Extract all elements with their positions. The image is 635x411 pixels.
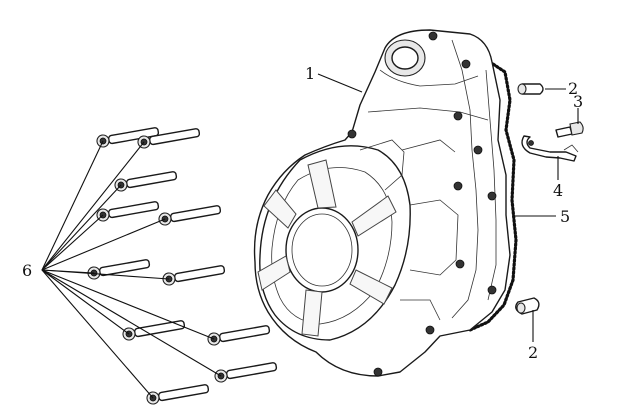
callout-labels: 1 2 3 4 5 2 6 (22, 64, 583, 362)
bolt-6d (96, 201, 160, 222)
leader-1 (317, 73, 363, 93)
callout-6: 6 (22, 261, 32, 280)
callout-4: 4 (553, 181, 563, 200)
bolt-6e (158, 205, 222, 226)
bolt-part-3 (555, 121, 584, 138)
callout-5: 5 (560, 207, 570, 226)
leaders-6 (41, 140, 222, 399)
gasket-part-5 (468, 60, 518, 332)
leader-lines (41, 73, 579, 399)
bolt-6k (146, 384, 210, 405)
callout-3: 3 (573, 92, 583, 111)
bolt-6a (96, 127, 160, 148)
bolt-6j (214, 362, 278, 383)
bolt-6i (207, 325, 271, 346)
dowel-pin-part-2-upper (517, 83, 544, 95)
clamp-bracket-part-4 (521, 135, 579, 162)
generator-cover-part-1 (253, 29, 511, 377)
bolt-6g (162, 265, 226, 286)
callout-2-upper: 2 (568, 79, 578, 98)
bolt-6c (114, 171, 178, 192)
dowel-pin-part-2-lower (515, 297, 540, 315)
bolt-6h (122, 320, 186, 341)
callout-2-lower: 2 (528, 343, 538, 362)
callout-1: 1 (305, 64, 315, 83)
flange-bolts-part-6 (87, 127, 278, 405)
